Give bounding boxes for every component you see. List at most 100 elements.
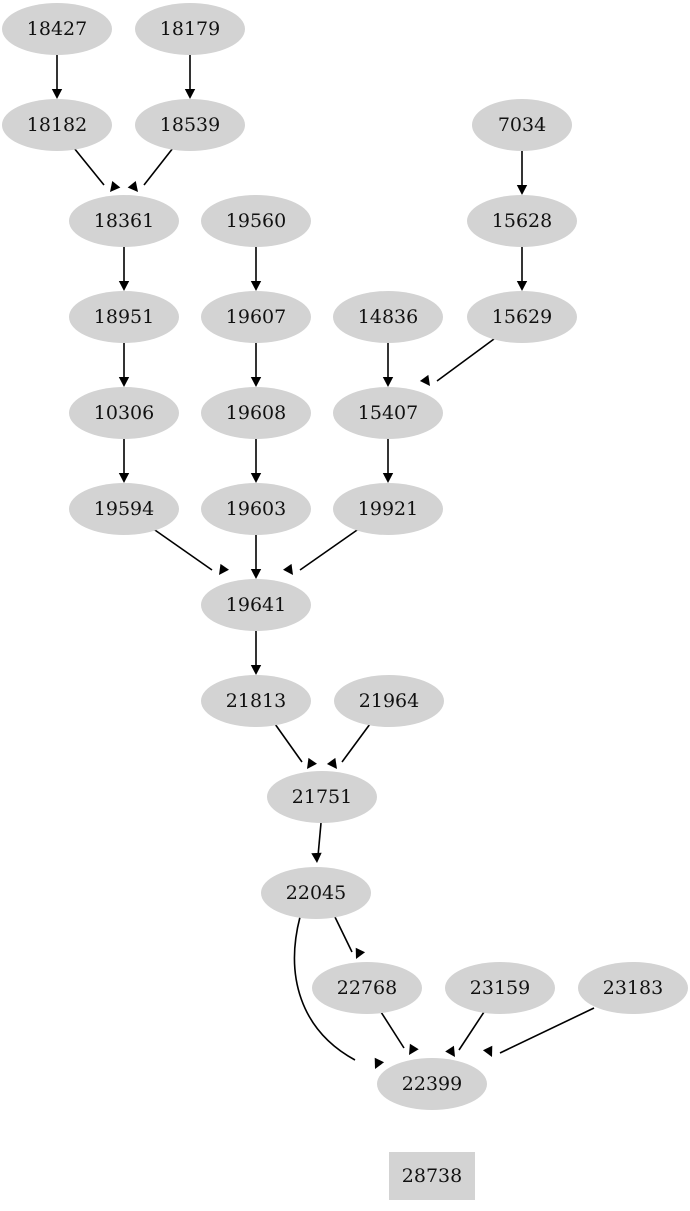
graph-edge [151, 527, 229, 575]
node-ellipse[interactable] [578, 962, 688, 1014]
graph-node-23159[interactable]: 23159 [445, 962, 555, 1014]
graph-node-15629[interactable]: 15629 [467, 291, 577, 343]
node-ellipse[interactable] [333, 387, 443, 439]
edge-arrowhead [110, 180, 121, 192]
edge-line [458, 1011, 485, 1051]
node-ellipse[interactable] [201, 387, 311, 439]
node-ellipse[interactable] [69, 291, 179, 343]
graph-edge [382, 439, 394, 483]
node-ellipse[interactable] [267, 771, 377, 823]
edge-line [151, 527, 213, 571]
graph-node-18179[interactable]: 18179 [135, 3, 245, 55]
node-ellipse[interactable] [201, 483, 311, 535]
graph-edge [250, 343, 262, 387]
edge-arrowhead [118, 377, 130, 387]
graph-edge [250, 439, 262, 483]
graph-node-10306[interactable]: 10306 [69, 387, 179, 439]
edge-arrowhead [127, 180, 138, 192]
graph-edge [516, 247, 528, 291]
graph-node-18951[interactable]: 18951 [69, 291, 179, 343]
graph-node-22399[interactable]: 22399 [377, 1058, 487, 1110]
edge-arrowhead [326, 757, 337, 769]
graph-node-22768[interactable]: 22768 [312, 962, 422, 1014]
edge-arrowhead [374, 1057, 385, 1069]
graph-node-18182[interactable]: 18182 [2, 99, 112, 151]
node-ellipse[interactable] [472, 99, 572, 151]
edge-arrowhead [250, 665, 262, 675]
node-ellipse[interactable] [69, 483, 179, 535]
graph-edge [419, 338, 495, 386]
node-ellipse[interactable] [135, 99, 245, 151]
edge-line [380, 1011, 405, 1049]
graph-node-19603[interactable]: 19603 [201, 483, 311, 535]
graph-edge [274, 723, 317, 769]
graph-node-19607[interactable]: 19607 [201, 291, 311, 343]
graph-node-19921[interactable]: 19921 [333, 483, 443, 535]
graph-node-28738[interactable]: 28738 [389, 1152, 475, 1200]
graph-node-23183[interactable]: 23183 [578, 962, 688, 1014]
edge-arrowhead [250, 377, 262, 387]
edge-arrowhead [250, 473, 262, 483]
graph-node-15628[interactable]: 15628 [467, 195, 577, 247]
graph-node-18361[interactable]: 18361 [69, 195, 179, 247]
node-ellipse[interactable] [467, 195, 577, 247]
edge-arrowhead [516, 185, 528, 195]
graph-node-15407[interactable]: 15407 [333, 387, 443, 439]
graph-edge [333, 914, 366, 959]
edge-line [299, 527, 361, 571]
graph-node-21751[interactable]: 21751 [267, 771, 377, 823]
graph-edge [311, 822, 322, 863]
node-ellipse[interactable] [377, 1058, 487, 1110]
graph-node-22045[interactable]: 22045 [261, 867, 371, 919]
graph-node-21813[interactable]: 21813 [201, 675, 311, 727]
graph-edge [250, 247, 262, 291]
edge-arrowhead [118, 473, 130, 483]
node-ellipse[interactable] [2, 99, 112, 151]
graph-node-19560[interactable]: 19560 [201, 195, 311, 247]
graph-edge [326, 723, 371, 769]
graph-node-18427[interactable]: 18427 [2, 3, 112, 55]
node-ellipse[interactable] [201, 291, 311, 343]
graph-edge [118, 247, 130, 291]
node-ellipse[interactable] [201, 675, 311, 727]
edge-line [317, 822, 322, 857]
node-ellipse[interactable] [2, 3, 112, 55]
edge-line [333, 914, 353, 953]
edge-arrowhead [409, 1043, 419, 1055]
node-rect[interactable] [389, 1152, 475, 1200]
graph-node-21964[interactable]: 21964 [334, 675, 444, 727]
graph-node-7034[interactable]: 7034 [472, 99, 572, 151]
edge-arrowhead [250, 569, 262, 579]
node-ellipse[interactable] [312, 962, 422, 1014]
graph-edge [250, 535, 262, 579]
node-ellipse[interactable] [261, 867, 371, 919]
edge-arrowhead [382, 377, 394, 387]
graph-node-19608[interactable]: 19608 [201, 387, 311, 439]
edge-line [341, 723, 371, 763]
graph-edge [184, 55, 196, 99]
graph-node-19641[interactable]: 19641 [201, 579, 311, 631]
edge-arrowhead [382, 473, 394, 483]
node-ellipse[interactable] [201, 195, 311, 247]
node-ellipse[interactable] [333, 483, 443, 535]
node-ellipse[interactable] [69, 387, 179, 439]
graph-node-14836[interactable]: 14836 [333, 291, 443, 343]
graph-node-19594[interactable]: 19594 [69, 483, 179, 535]
graph-edge [118, 439, 130, 483]
graph-edge [382, 343, 394, 387]
node-ellipse[interactable] [69, 195, 179, 247]
node-ellipse[interactable] [333, 291, 443, 343]
edge-arrowhead [219, 563, 229, 575]
node-ellipse[interactable] [467, 291, 577, 343]
node-ellipse[interactable] [445, 962, 555, 1014]
graph-node-18539[interactable]: 18539 [135, 99, 245, 151]
node-ellipse[interactable] [135, 3, 245, 55]
graph-edge [283, 527, 361, 575]
edge-arrowhead [516, 281, 528, 291]
node-ellipse[interactable] [334, 675, 444, 727]
edge-line [143, 147, 174, 186]
node-ellipse[interactable] [201, 579, 311, 631]
